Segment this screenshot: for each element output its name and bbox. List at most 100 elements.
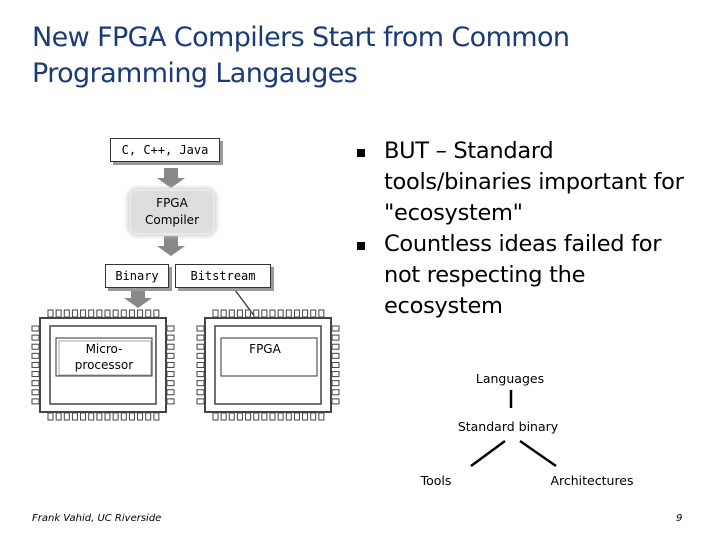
chip-pin <box>318 309 325 318</box>
chip-pin <box>302 412 309 421</box>
fpga-compiler-box: FPGA Compiler <box>131 191 213 233</box>
bullet-text: BUT – Standard tools/binaries important … <box>384 138 684 226</box>
chip-pin <box>331 325 340 332</box>
chip-pin <box>166 325 175 332</box>
chip-pin <box>228 309 235 318</box>
chip-pin <box>269 309 276 318</box>
tree-line-right <box>519 439 557 468</box>
chip-pin <box>277 412 284 421</box>
chip-pin <box>220 309 227 318</box>
chip-pin <box>285 309 292 318</box>
chip-pin <box>293 309 300 318</box>
chip-pin <box>31 389 40 396</box>
chip-pin <box>228 412 235 421</box>
chip-pin <box>331 380 340 387</box>
chip-pin <box>166 389 175 396</box>
chip-pin <box>104 412 111 421</box>
tree-line-left <box>470 439 506 468</box>
chip-pin <box>112 412 119 421</box>
source-languages-box: C, C++, Java <box>110 138 220 162</box>
chip-pin <box>277 309 284 318</box>
chip-pin <box>253 309 260 318</box>
fpga-box <box>220 337 318 377</box>
chip-pin <box>245 309 252 318</box>
chip-pin <box>120 309 127 318</box>
chip-pin <box>88 309 95 318</box>
chip-pin <box>55 412 62 421</box>
chip-pin <box>31 334 40 341</box>
chip-pin <box>63 412 70 421</box>
chip-pin <box>112 309 119 318</box>
chip-pin <box>261 309 268 318</box>
chip-pin <box>196 389 205 396</box>
chip-pin <box>318 412 325 421</box>
chip-pin <box>96 412 103 421</box>
bitstream-label: Bitstream <box>190 269 256 283</box>
arrow-down-icon <box>157 236 185 256</box>
chip-pin <box>245 412 252 421</box>
chip-pin <box>196 398 205 405</box>
chip-pin <box>331 361 340 368</box>
slide-title: New FPGA Compilers Start from Common Pro… <box>32 22 570 89</box>
chip-pin <box>269 412 276 421</box>
chip-pin <box>104 309 111 318</box>
chip-pin <box>166 398 175 405</box>
chip-pin <box>212 412 219 421</box>
chip-pin <box>63 309 70 318</box>
chip-pin <box>236 412 243 421</box>
page-number: 9 <box>676 513 683 524</box>
chip-pin <box>31 398 40 405</box>
chip-pin <box>47 309 54 318</box>
chip-pin <box>166 343 175 350</box>
binary-box: Binary <box>105 264 169 288</box>
chip-pin <box>196 361 205 368</box>
chip-pin <box>302 309 309 318</box>
bullet-item: Countless ideas failed for not respectin… <box>352 229 702 322</box>
chip-pin <box>331 389 340 396</box>
chip-pin <box>196 352 205 359</box>
chip-pin <box>261 412 268 421</box>
chip-pin <box>196 325 205 332</box>
chip-pin <box>47 412 54 421</box>
chip-pin <box>137 412 144 421</box>
chip-pin <box>71 309 78 318</box>
tree-tools: Tools <box>420 473 452 488</box>
chip-pin <box>31 343 40 350</box>
chip-pin <box>96 309 103 318</box>
chip-pin <box>31 371 40 378</box>
chip-pin <box>220 412 227 421</box>
chip-pin <box>80 412 87 421</box>
bitstream-box: Bitstream <box>175 264 271 288</box>
footer-author: Frank Vahid, UC Riverside <box>32 513 162 524</box>
chip-pin <box>331 343 340 350</box>
chip-pin <box>166 361 175 368</box>
chip-pin <box>137 309 144 318</box>
chip-pin <box>80 309 87 318</box>
chip-pin <box>293 412 300 421</box>
chip-pin <box>196 343 205 350</box>
chip-pin <box>128 412 135 421</box>
tree-languages: Languages <box>475 371 545 386</box>
chip-pin <box>310 412 317 421</box>
chip-pin <box>153 309 160 318</box>
chip-pin <box>166 352 175 359</box>
chip-pin <box>145 412 152 421</box>
chip-pin <box>310 309 317 318</box>
chip-pin <box>212 309 219 318</box>
bullet-text: Countless ideas failed for not respectin… <box>384 231 662 319</box>
chip-pin <box>120 412 127 421</box>
chip-pin <box>153 412 160 421</box>
chip-pin <box>196 380 205 387</box>
arrow-down-icon <box>157 168 185 188</box>
chip-pin <box>71 412 78 421</box>
chip-pin <box>253 412 260 421</box>
chip-pin <box>331 398 340 405</box>
tree-architectures: Architectures <box>550 473 634 488</box>
chip-pin <box>166 371 175 378</box>
chip-pin <box>166 380 175 387</box>
square-bullet-icon <box>357 149 365 157</box>
fpga-compiler-label: FPGA Compiler <box>144 196 199 227</box>
chip-pin <box>31 325 40 332</box>
chip-pin <box>236 309 243 318</box>
